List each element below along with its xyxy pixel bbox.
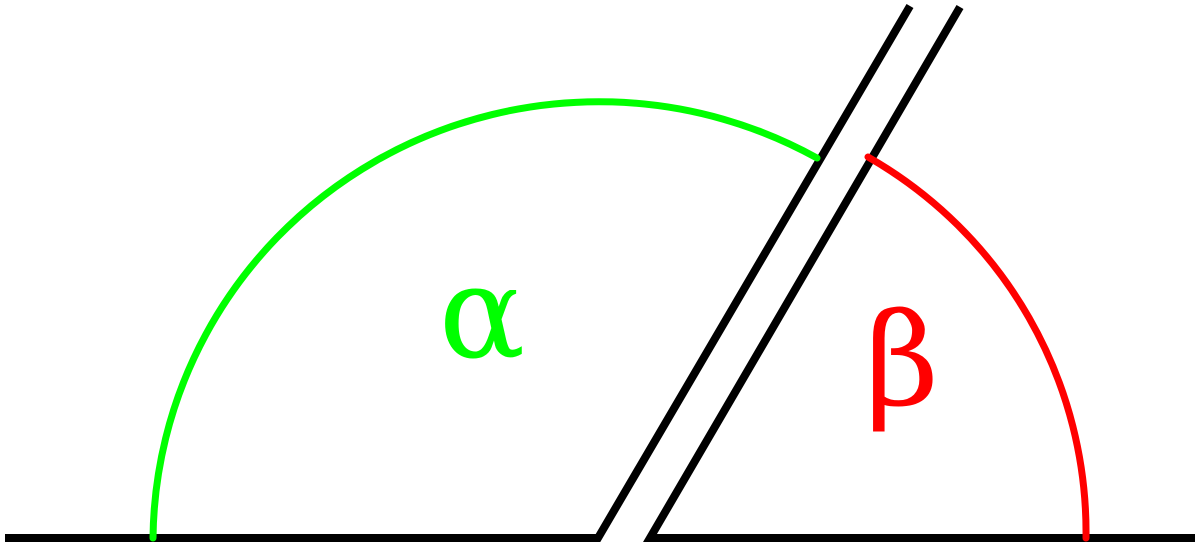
beta-arc <box>864 153 1090 542</box>
beta-label: β <box>865 287 939 436</box>
left-baseline-and-slanted-line <box>5 3 914 542</box>
right-baseline-and-slanted-line <box>643 4 1195 542</box>
alpha-label: α <box>439 239 525 388</box>
alpha-arc <box>149 98 821 542</box>
